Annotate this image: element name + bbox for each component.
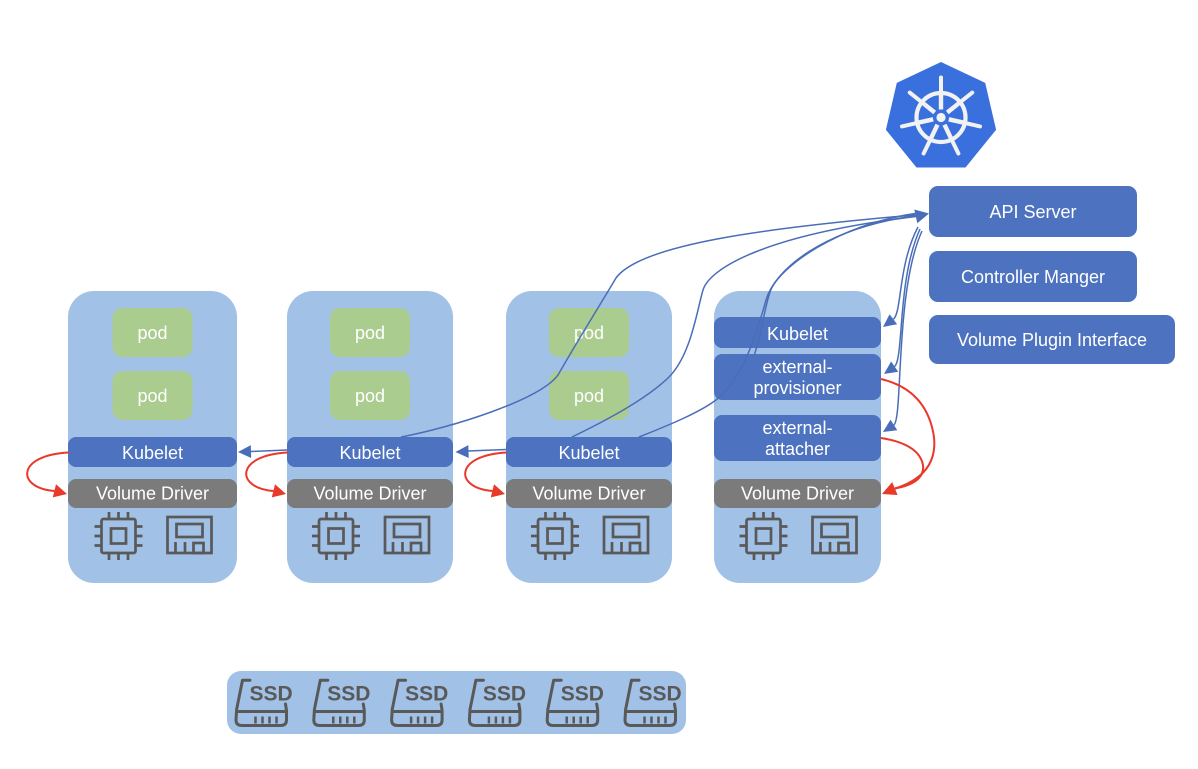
svg-text:pod: pod [137, 386, 167, 406]
svg-text:SSD: SSD [561, 683, 604, 706]
svg-text:Kubelet: Kubelet [122, 443, 183, 463]
svg-text:SSD: SSD [639, 683, 682, 706]
svg-text:Volume Plugin Interface: Volume Plugin Interface [957, 330, 1147, 350]
svg-text:Controller Manger: Controller Manger [961, 267, 1105, 287]
svg-text:Volume Driver: Volume Driver [313, 484, 426, 504]
svg-text:external-: external- [762, 357, 832, 377]
svg-text:API Server: API Server [989, 202, 1076, 222]
svg-text:pod: pod [355, 386, 385, 406]
svg-text:attacher: attacher [765, 439, 830, 459]
svg-text:pod: pod [574, 323, 604, 343]
svg-text:SSD: SSD [405, 683, 448, 706]
svg-text:SSD: SSD [327, 683, 370, 706]
svg-text:Kubelet: Kubelet [339, 443, 400, 463]
svg-text:pod: pod [355, 323, 385, 343]
svg-text:SSD: SSD [250, 683, 293, 706]
svg-text:Kubelet: Kubelet [558, 443, 619, 463]
svg-text:Volume Driver: Volume Driver [741, 484, 854, 504]
svg-text:Kubelet: Kubelet [767, 324, 828, 344]
svg-text:Volume Driver: Volume Driver [532, 484, 645, 504]
svg-text:Volume Driver: Volume Driver [96, 484, 209, 504]
svg-text:external-: external- [762, 418, 832, 438]
svg-text:provisioner: provisioner [753, 378, 841, 398]
svg-text:pod: pod [137, 323, 167, 343]
svg-text:pod: pod [574, 386, 604, 406]
svg-text:SSD: SSD [483, 683, 526, 706]
